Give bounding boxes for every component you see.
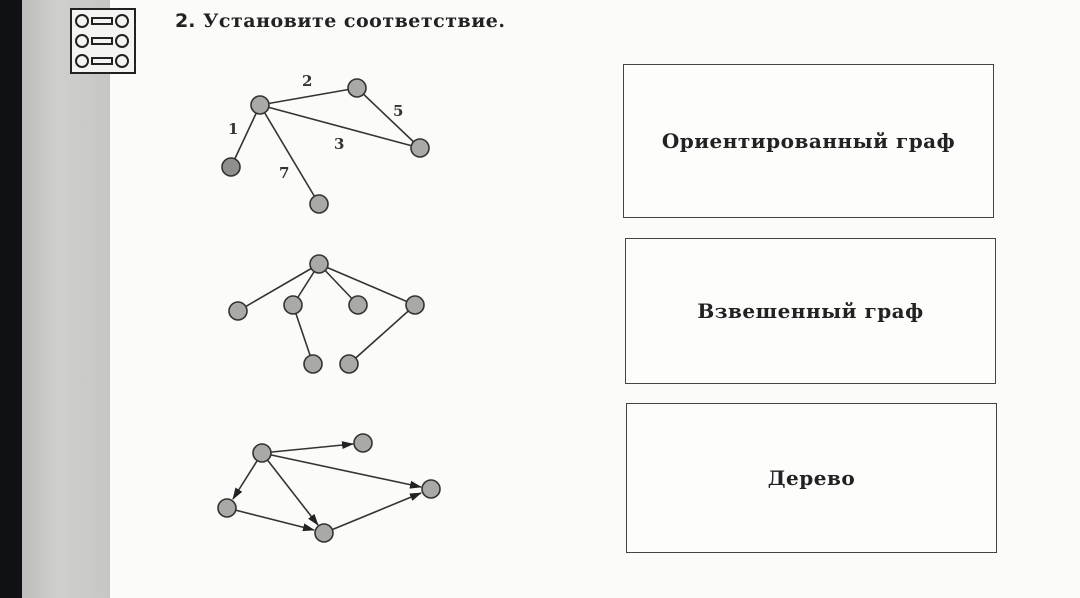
node	[421, 479, 441, 499]
edge	[259, 104, 421, 149]
option-weighted-graph[interactable]: Взвешенный граф	[625, 238, 996, 384]
page-margin-band	[22, 0, 110, 598]
edge-weight: 5	[393, 102, 403, 120]
edge-weight: 2	[302, 72, 312, 90]
edge	[356, 87, 421, 149]
node	[348, 295, 368, 315]
option-label: Дерево	[767, 466, 856, 490]
node	[228, 301, 248, 321]
node	[309, 254, 329, 274]
edge-weight: 3	[334, 135, 344, 153]
tree-graph	[228, 254, 425, 374]
option-label: Взвешенный граф	[697, 299, 924, 323]
task-instruction: Установите соответствие.	[203, 10, 506, 32]
node	[217, 498, 237, 518]
edge-weight: 7	[279, 164, 289, 182]
node	[250, 95, 270, 115]
edge	[259, 87, 358, 106]
node	[314, 523, 334, 543]
node	[221, 157, 241, 177]
node	[309, 194, 329, 214]
task-number: 2.	[175, 10, 196, 32]
edge	[230, 104, 261, 168]
directed-graph	[217, 433, 441, 543]
node	[283, 295, 303, 315]
weighted-graph	[221, 78, 430, 214]
scan-edge	[0, 0, 22, 598]
node	[252, 443, 272, 463]
option-directed-graph[interactable]: Ориентированный граф	[623, 64, 994, 218]
matching-task-icon	[70, 8, 136, 74]
node	[339, 354, 359, 374]
edge-weight: 1	[228, 120, 238, 138]
option-label: Ориентированный граф	[661, 129, 956, 153]
node	[353, 433, 373, 453]
edge	[259, 104, 320, 205]
option-tree[interactable]: Дерево	[626, 403, 997, 553]
node	[303, 354, 323, 374]
node	[347, 78, 367, 98]
node	[405, 295, 425, 315]
node	[410, 138, 430, 158]
